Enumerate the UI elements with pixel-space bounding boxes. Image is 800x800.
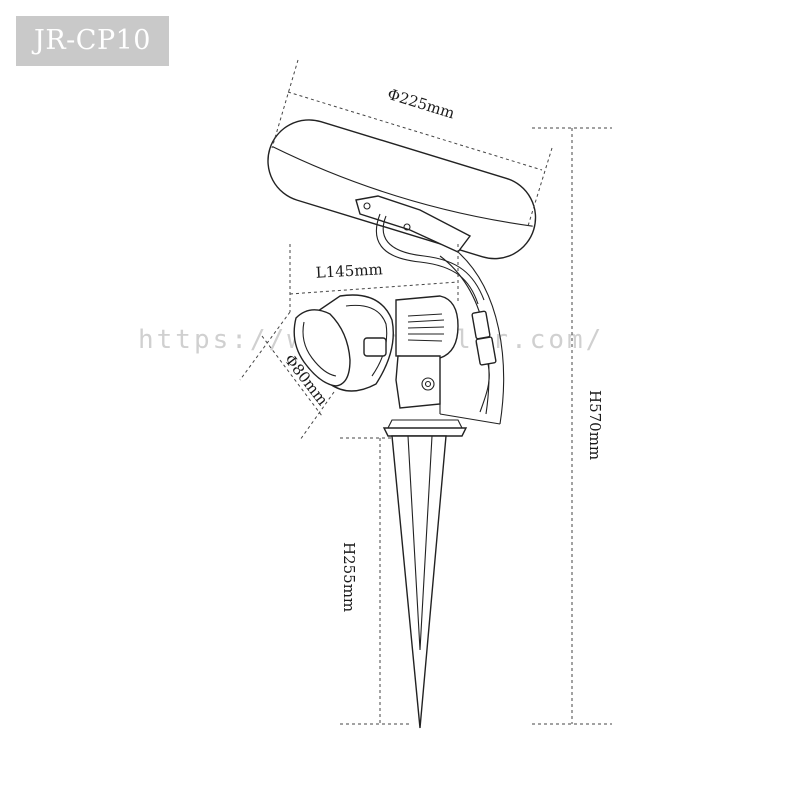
cable xyxy=(375,213,497,413)
cable-connector xyxy=(475,336,497,366)
panel-bracket xyxy=(355,195,472,253)
model-label: JR-CP10 xyxy=(16,16,169,66)
screw-icon xyxy=(363,202,371,210)
panel-diameter-label: Φ225mm xyxy=(385,85,457,122)
dim-arm-length: L145mm xyxy=(289,244,459,312)
adjust-knob xyxy=(363,337,387,357)
spotlight-head xyxy=(293,294,459,409)
screw-icon xyxy=(403,223,411,231)
knob-icon xyxy=(421,377,435,391)
total-height-label: H570mm xyxy=(586,390,604,460)
dim-total-height: H570mm xyxy=(532,127,612,725)
mount-block xyxy=(395,355,441,409)
dim-spike-height: H255mm xyxy=(340,437,412,725)
arm-length-label: L145mm xyxy=(315,260,383,281)
base-plate xyxy=(382,427,468,437)
ground-spike xyxy=(382,419,468,729)
spike-height-label: H255mm xyxy=(340,542,358,612)
solar-panel xyxy=(267,119,537,260)
